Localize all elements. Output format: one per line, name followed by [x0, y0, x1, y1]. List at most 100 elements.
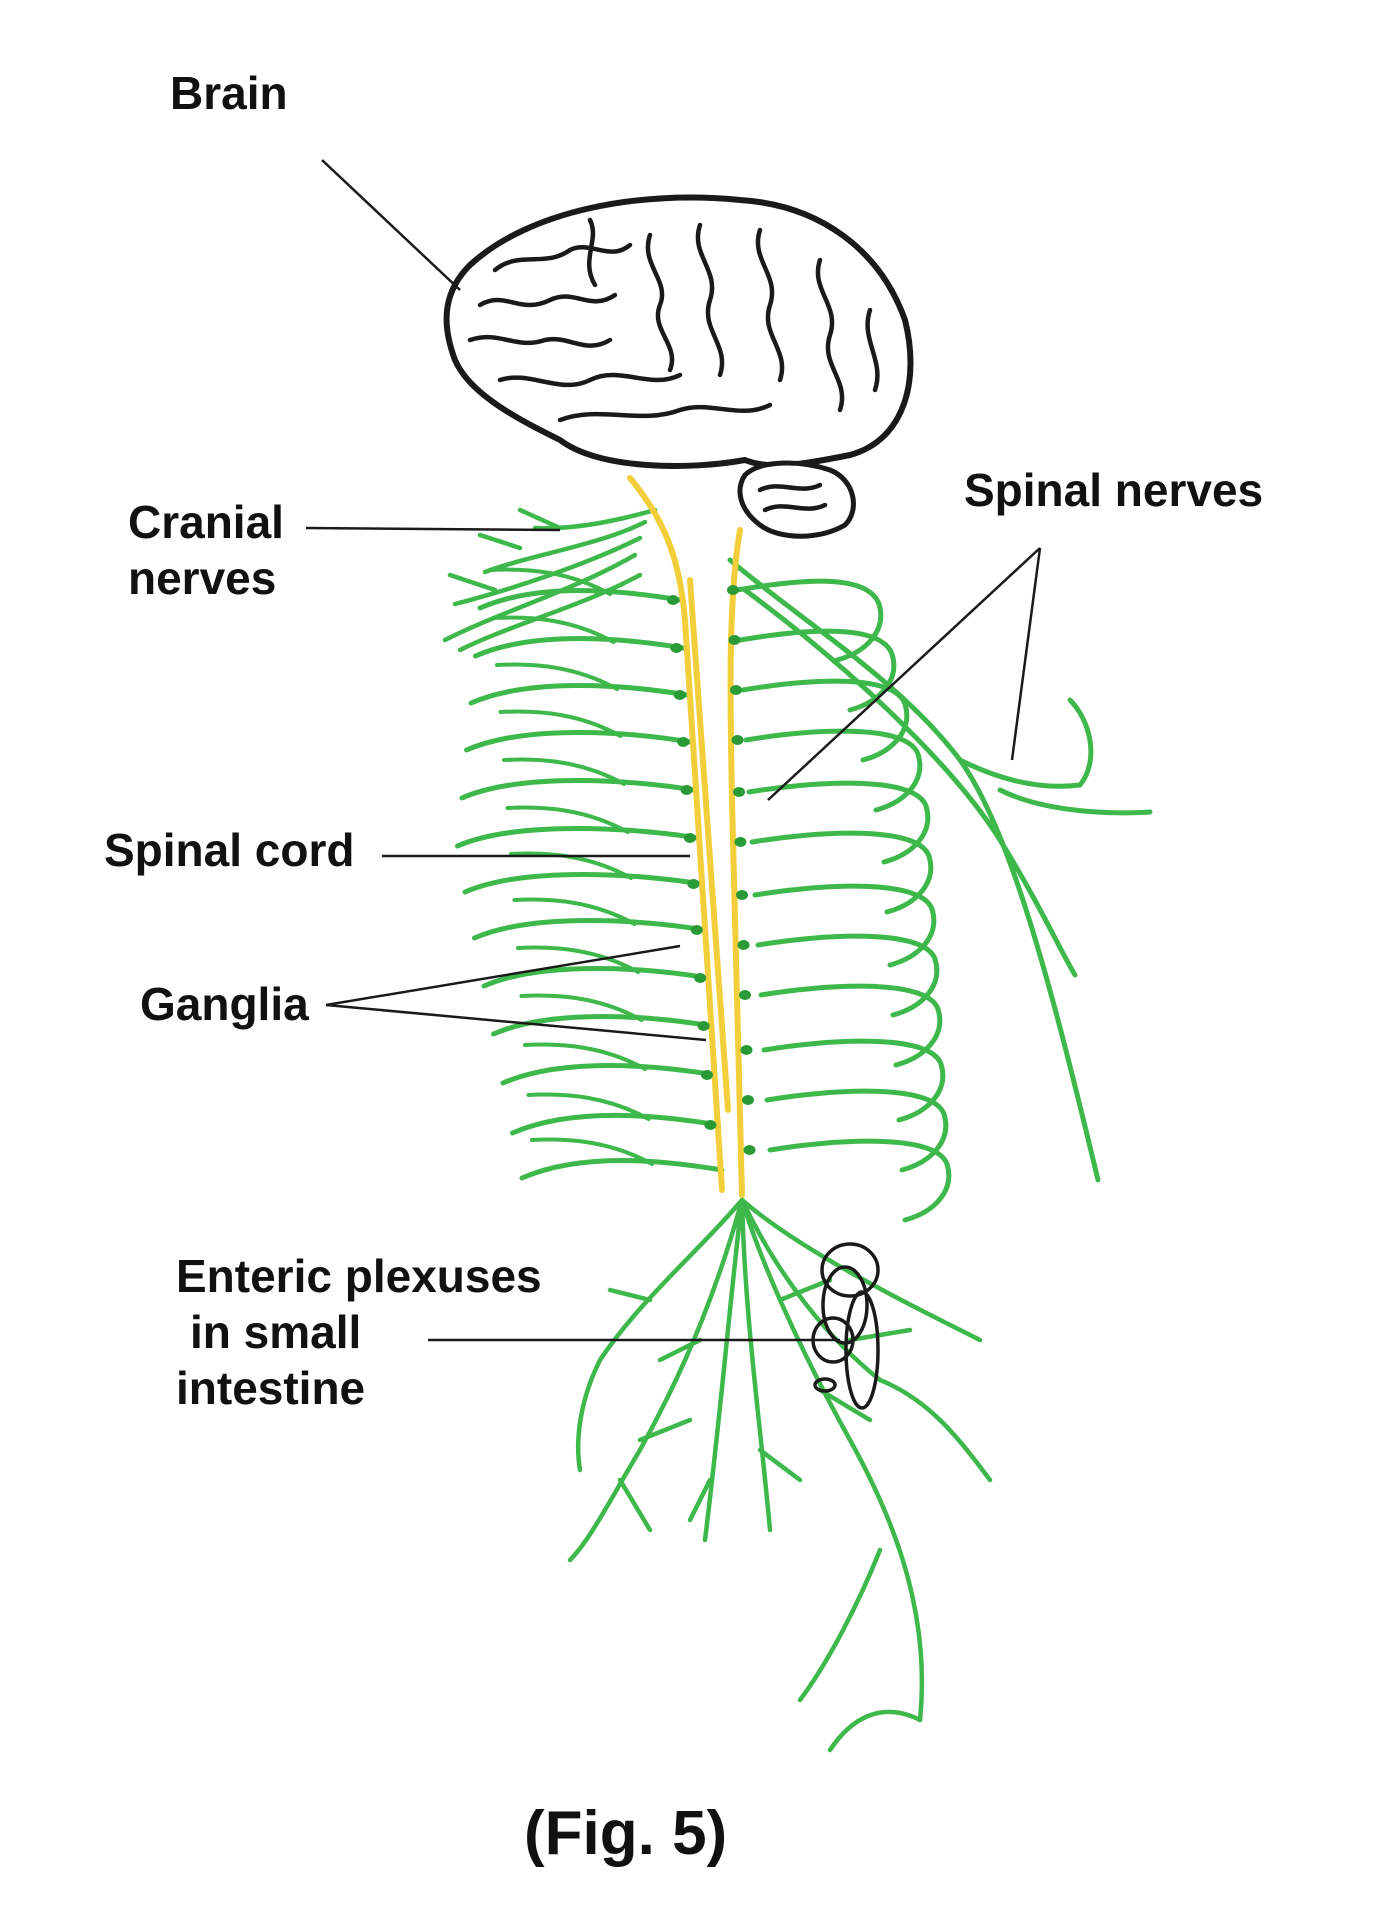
cranial-nerves-label-line2: nerves	[128, 552, 277, 604]
brain-gyrus	[477, 292, 618, 308]
spinal-cord-tube	[727, 527, 745, 1198]
ganglion	[684, 833, 696, 843]
nerve-fiber	[637, 1417, 693, 1443]
nerve-fiber	[737, 628, 897, 713]
spinal-cord-label: Spinal cord	[104, 824, 355, 876]
spinal-nerves-label: Spinal nerves	[964, 464, 1264, 516]
nerve-fiber	[761, 1038, 946, 1123]
ganglion	[734, 837, 747, 847]
intestine-loop	[813, 1377, 837, 1393]
ganglion	[742, 1095, 754, 1105]
nerve-fiber	[442, 552, 638, 643]
nerve-fiber	[523, 1042, 647, 1071]
nerve-fiber	[530, 1137, 654, 1166]
nerve-fiber	[757, 1447, 803, 1483]
nerve-fiber	[702, 1197, 745, 1543]
nerve-fiber	[447, 572, 498, 593]
nerve-fiber	[457, 572, 643, 653]
brain-gyrus	[757, 482, 823, 493]
nerve-fiber	[827, 1709, 923, 1753]
brain-outline	[443, 194, 914, 469]
nerve-fiber	[491, 615, 616, 644]
nerve-fiber	[472, 918, 707, 941]
ganglion	[743, 1145, 756, 1155]
nerve-fiber	[498, 709, 623, 738]
nerve-fiber	[452, 535, 643, 607]
brain-gyrus	[497, 372, 683, 388]
nerve-fiber	[752, 883, 937, 968]
nerve-fiber	[687, 1477, 713, 1523]
nerve-fiber	[739, 1197, 883, 1383]
leader-line	[767, 547, 1041, 801]
leader-line	[325, 944, 681, 1007]
leader-line	[325, 1003, 707, 1042]
ganglia-label: Ganglia	[140, 978, 309, 1030]
cranial-nerves-label-line1: Cranial	[128, 496, 284, 548]
nerve-fiber	[749, 830, 934, 915]
cranial-nerves-label: Cranial nerves	[128, 494, 284, 606]
ganglion	[728, 635, 741, 645]
nerve-fiber	[734, 578, 884, 663]
nerve-fiber	[743, 728, 923, 813]
nerve-fiber	[755, 933, 940, 1018]
ganglion	[690, 925, 703, 935]
intestine-loop	[821, 1265, 869, 1345]
ganglion	[701, 1070, 713, 1080]
nerve-fiber	[477, 588, 683, 611]
nerve-fiber	[532, 507, 658, 531]
nerve-fiber	[739, 1197, 983, 1343]
spinal-cord-tube	[627, 475, 725, 1193]
nerve-fiber	[455, 826, 700, 849]
enteric-label-line2: in small	[190, 1306, 362, 1358]
nerve-network	[442, 507, 1153, 1753]
nerve-fiber	[482, 519, 648, 575]
ganglion	[673, 690, 686, 700]
brain-drawing	[443, 194, 914, 539]
nerve-fiber	[500, 1063, 718, 1086]
nerve-fiber	[473, 636, 686, 659]
brain-gyrus	[695, 222, 725, 378]
nerve-fiber	[519, 1158, 725, 1181]
leader-lines	[305, 159, 1042, 1342]
nerve-fiber	[567, 1197, 745, 1563]
brain-gyrus	[762, 502, 828, 513]
nerve-fiber	[512, 897, 637, 926]
nerve-fiber	[491, 1014, 714, 1037]
nerve-fiber	[468, 683, 690, 706]
brain-gyrus	[755, 227, 785, 383]
nerve-fiber	[764, 1088, 949, 1173]
intestine-loop	[844, 1290, 880, 1410]
ganglion	[667, 595, 679, 605]
nerve-fiber	[727, 557, 1101, 1183]
nerve-fiber	[777, 1277, 833, 1303]
nerve-fiber	[758, 983, 943, 1068]
ganglion	[727, 585, 739, 595]
brain-gyrus	[467, 334, 613, 348]
nerve-fiber	[767, 1138, 952, 1223]
ganglion	[740, 1045, 753, 1055]
nerve-fiber	[739, 1197, 773, 1533]
nerve-fiber	[488, 567, 612, 596]
ganglion	[736, 890, 748, 900]
nerve-fiber	[502, 757, 626, 786]
brain-gyrus	[645, 232, 675, 373]
leader-line	[305, 526, 561, 532]
cerebellum-outline	[737, 460, 856, 539]
nerve-fiber	[957, 697, 1094, 789]
nerve-fiber	[464, 730, 693, 753]
nerve-fiber	[847, 1327, 913, 1343]
nerve-fiber	[575, 1197, 745, 1473]
ganglion	[680, 785, 693, 795]
spinal-cord-tube	[687, 577, 731, 1113]
ganglion	[670, 643, 683, 653]
nerve-fiber	[517, 507, 563, 531]
brain-label: Brain	[170, 67, 288, 119]
nerve-fiber	[997, 787, 1153, 816]
ganglion	[687, 879, 700, 889]
nerve-fiber	[657, 1337, 703, 1363]
ganglion	[697, 1021, 710, 1031]
nerve-fiber	[739, 1197, 925, 1723]
ganglion	[704, 1120, 717, 1130]
leader-line	[1010, 547, 1042, 761]
